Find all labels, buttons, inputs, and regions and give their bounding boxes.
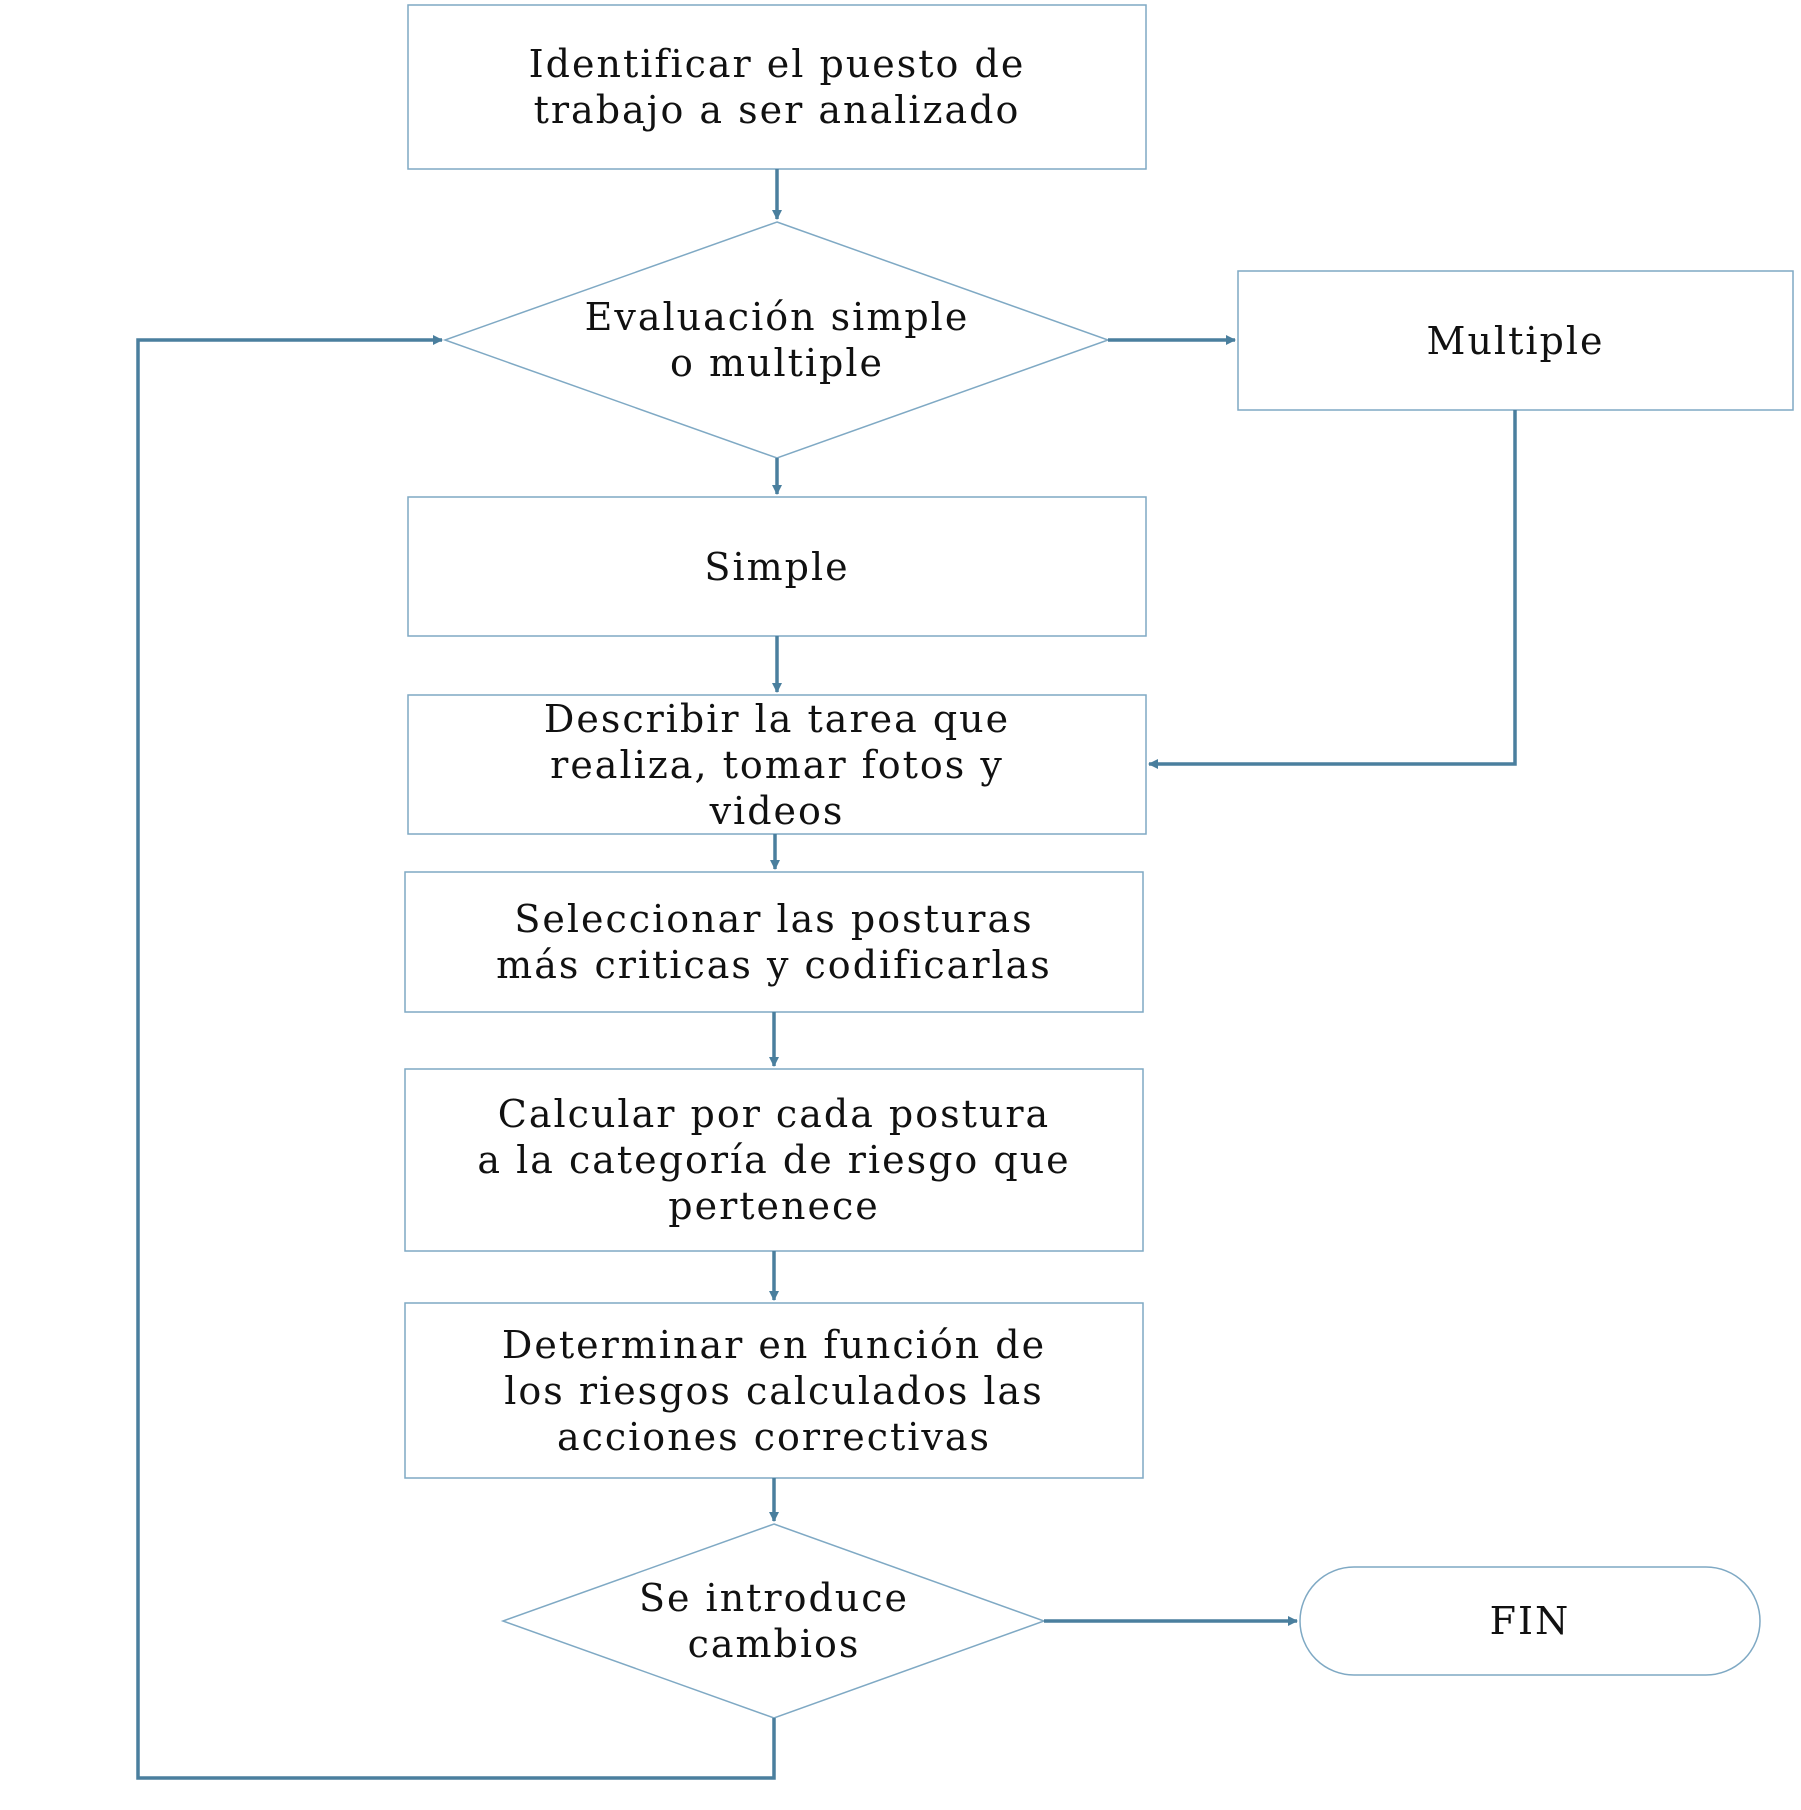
label-cambios: Se introduce cambios xyxy=(638,1576,910,1666)
box-simple xyxy=(407,496,1147,637)
box-identificar xyxy=(407,4,1147,170)
label-simple: Simple xyxy=(704,544,850,589)
box-determinar xyxy=(404,1302,1144,1479)
label-describir: Describir la tarea que realiza, tomar fo… xyxy=(543,696,1011,833)
arrow-multiple-to-describir xyxy=(1148,410,1517,769)
label-evaluacion: Evaluación simple o multiple xyxy=(584,295,970,385)
box-calcular xyxy=(404,1068,1144,1252)
label-fin: FIN xyxy=(1489,1599,1571,1643)
box-multiple xyxy=(1237,270,1794,411)
label-seleccionar: Seleccionar las posturas más criticas y … xyxy=(496,897,1052,987)
label-multiple: Multiple xyxy=(1426,318,1605,363)
arrow-cambios-loop-to-evaluacion xyxy=(136,335,776,1780)
label-calcular: Calcular por cada postura a la categoría… xyxy=(477,1092,1071,1228)
terminal-fin xyxy=(1299,1566,1761,1676)
label-identificar: Identificar el puesto de trabajo a ser a… xyxy=(528,42,1026,132)
box-seleccionar xyxy=(404,871,1144,1013)
label-determinar: Determinar en función de los riesgos cal… xyxy=(501,1322,1047,1459)
box-describir xyxy=(407,694,1147,835)
